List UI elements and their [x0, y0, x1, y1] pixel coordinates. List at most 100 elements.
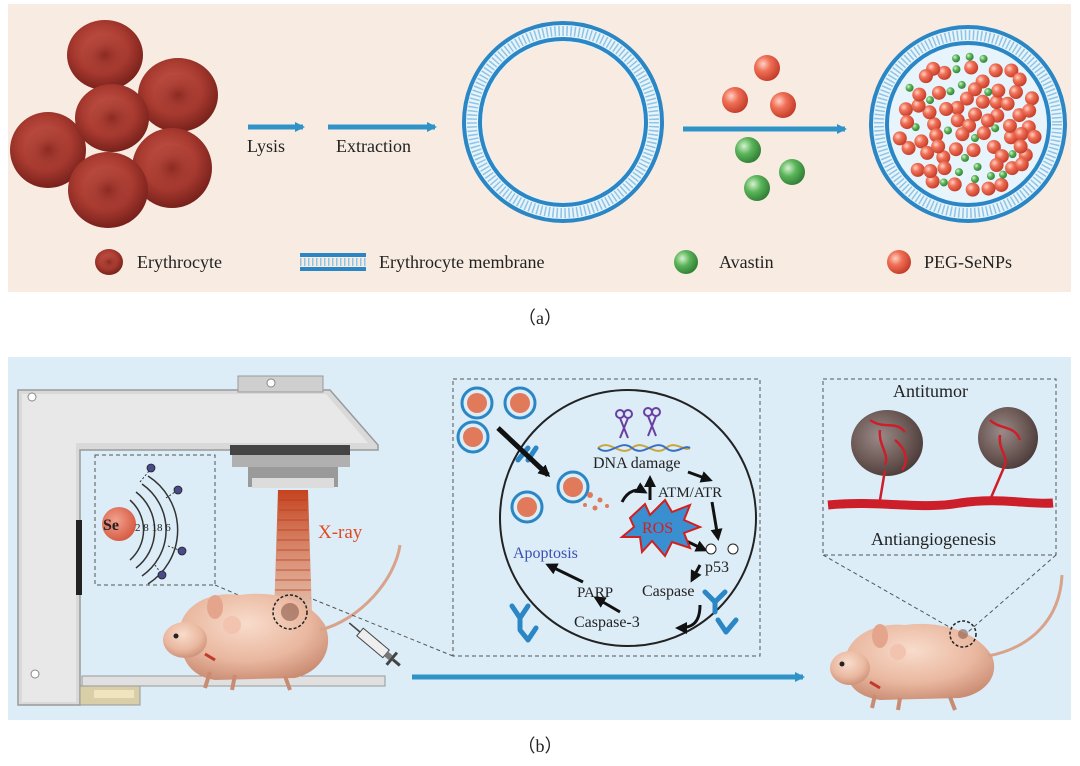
seNP-particle: [922, 105, 937, 120]
avastin-particle: [957, 80, 966, 89]
scissors-icon: [615, 407, 661, 439]
antiangiogenesis-label: Antiangiogenesis: [871, 529, 996, 549]
xray-label: X-ray: [318, 522, 363, 543]
seNP-particle: [912, 87, 927, 102]
nano-vesicles: [456, 386, 609, 524]
avastin-particle: [971, 134, 980, 143]
legend-seNP-label: PEG-SeNPs: [924, 252, 1012, 272]
avastin-particle: [926, 96, 935, 105]
caspase-label: Caspase: [642, 583, 694, 600]
avastin-particle: [986, 171, 995, 180]
blood-vessel: [827, 496, 1054, 511]
avastin-particle: [939, 178, 948, 187]
seNP-particle: [968, 107, 983, 122]
antitumor-label: Antitumor: [893, 381, 968, 401]
seNP-particle: [900, 115, 915, 130]
seNP-particle: [892, 131, 907, 146]
mouse-result: [830, 574, 1064, 711]
seNP-particle: [939, 102, 954, 117]
avastin-particle: [970, 175, 979, 184]
seNP-particle: [1014, 157, 1029, 172]
tumors: [851, 407, 1038, 501]
seNP-particle: [988, 63, 1003, 78]
seNP-particle: [947, 177, 962, 192]
seNP-particle: [950, 113, 965, 128]
dna-damage-label: DNA damage: [593, 455, 681, 472]
seNP-particle: [937, 65, 952, 80]
panel-b: X-ray Se 2 8 18 6: [8, 357, 1071, 720]
seNP-particle: [929, 128, 944, 143]
caption-b: （b）: [518, 736, 563, 756]
seNP-particle: [948, 142, 963, 157]
tumor-inset-box: [822, 378, 1057, 556]
parp-label: PARP: [577, 585, 613, 601]
pathway-arrows: [496, 426, 723, 634]
seNP-particle: [1027, 129, 1042, 144]
avastin-particle: [960, 153, 969, 162]
seNP-particle: [1024, 91, 1039, 106]
avastin-particle: [999, 170, 1008, 179]
seNP-particle: [989, 157, 1004, 172]
erythrocyte-cluster: [10, 20, 218, 228]
syringe-icon: [348, 622, 401, 667]
seNP-particle: [925, 174, 940, 189]
seNP-particle: [965, 182, 980, 197]
loaded-vesicle: [869, 25, 1067, 223]
cell-inset-box: [452, 378, 761, 657]
avastin-particle: [946, 87, 955, 96]
se-shells: 2 8 18 6: [135, 522, 171, 534]
avastin-particle: [952, 54, 961, 63]
seNP-particle: [910, 162, 925, 177]
mouse-treated: [163, 544, 402, 691]
seNP-particle: [991, 83, 1006, 98]
seNP-particle: [914, 134, 929, 149]
seNP-particle: [1013, 139, 1028, 154]
legend-erythrocyte: Erythrocyte: [95, 249, 222, 275]
lysis-label: Lysis: [247, 136, 285, 156]
ros-burst: ROS: [619, 498, 703, 558]
seNP-particle: [981, 181, 996, 196]
seNP-particle: [1000, 96, 1015, 111]
avastin-particle: [905, 83, 914, 92]
seNP-particle: [964, 60, 979, 75]
avastin-particle: [954, 168, 963, 177]
avastin-particle: [965, 52, 974, 61]
seNP-particle: [950, 100, 965, 115]
seNP-particle: [1022, 103, 1037, 118]
ros-label: ROS: [642, 520, 673, 537]
seNP-particle: [1008, 85, 1023, 100]
seNP-particle: [931, 85, 946, 100]
seNP-particle: [918, 69, 933, 84]
atom-inset-box: [94, 454, 216, 586]
atm-atr-label: ATM/ATR: [658, 485, 722, 501]
seNP-particle: [967, 82, 982, 97]
legend-membrane-label: Erythrocyte membrane: [379, 252, 544, 272]
avastin-particle: [991, 124, 1000, 133]
seNP-particle: [1012, 72, 1027, 87]
seNP-particle: [923, 164, 938, 179]
seNP-particle: [901, 141, 916, 156]
legend-seNP: PEG-SeNPs: [887, 250, 1012, 274]
avastin-particle: [952, 65, 961, 74]
seNP-particle: [936, 150, 951, 165]
seNP-particle: [976, 126, 991, 141]
seNP-particle: [937, 161, 952, 176]
membrane-vesicle: [462, 21, 664, 223]
xray-machine: [17, 375, 386, 706]
seNP-particle: [959, 91, 974, 106]
legend-avastin: Avastin: [674, 250, 774, 274]
panel-a: Lysis Extraction: [8, 4, 1071, 292]
seNP-particle: [975, 94, 990, 109]
se-symbol: Se: [103, 517, 119, 534]
caption-a: （a）: [518, 308, 562, 328]
seNP-particle: [931, 139, 946, 154]
legend-avastin-label: Avastin: [719, 252, 774, 272]
legend-erythrocyte-label: Erythrocyte: [137, 252, 222, 272]
seNP-particle: [994, 177, 1009, 192]
seNP-particle: [911, 98, 926, 113]
avastin-particle: [973, 162, 982, 171]
caspase3-label: Caspase-3: [574, 614, 640, 631]
avastin-particle: [984, 88, 993, 97]
seNP-particle: [898, 102, 913, 117]
